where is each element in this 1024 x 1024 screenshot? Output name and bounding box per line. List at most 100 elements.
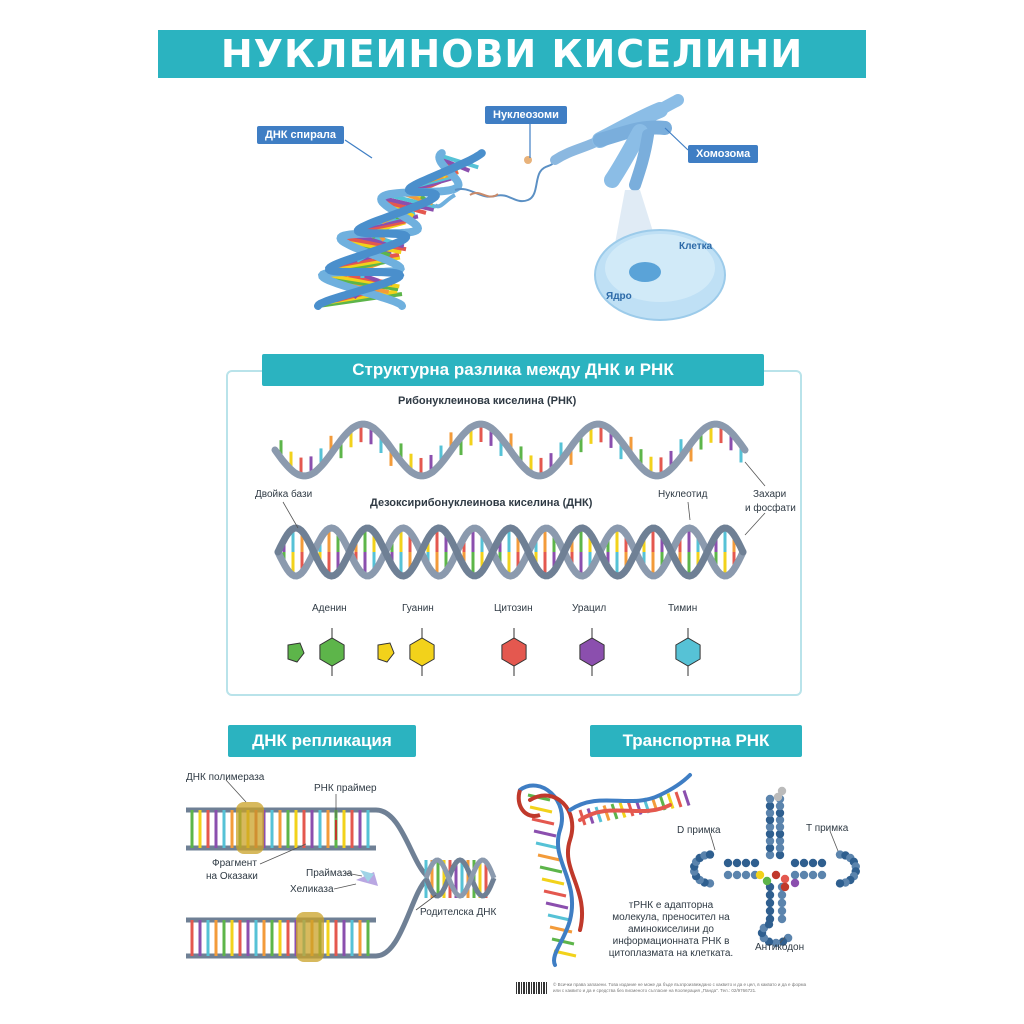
base-pairs-label: Двойка бази bbox=[255, 489, 313, 500]
nucleotide-dot bbox=[775, 843, 785, 853]
base-ring bbox=[287, 642, 305, 663]
chromosome-shape bbox=[592, 94, 684, 191]
base-pair-rung bbox=[549, 925, 573, 934]
nucleus-label: Ядро bbox=[606, 291, 632, 302]
replication-header-text: ДНК репликация bbox=[252, 731, 392, 750]
nucleotide-dot bbox=[765, 794, 775, 804]
dna-polymerase-blob bbox=[236, 802, 264, 854]
okazaki-label-1: Фрагмент bbox=[212, 858, 257, 869]
nucleotide-dot bbox=[764, 920, 774, 929]
nucleotide-dot bbox=[775, 836, 785, 846]
base-name-label: Аденин bbox=[312, 603, 347, 614]
dna-strand bbox=[274, 524, 747, 580]
base-molecule-2 bbox=[377, 628, 435, 676]
page-title-bar: НУКЛЕИНОВИ КИСЕЛИНИ bbox=[158, 30, 866, 78]
rna-primer-label: РНК праймер bbox=[314, 783, 377, 794]
nucleotide-dot bbox=[835, 879, 845, 888]
base-name-label: Цитозин bbox=[494, 603, 533, 614]
anticodon-label: Антикодон bbox=[755, 942, 805, 953]
nucleotide-dot bbox=[808, 858, 818, 868]
nucleotide-dot bbox=[775, 801, 785, 811]
barcode bbox=[516, 982, 548, 994]
nucleotide-dot bbox=[723, 858, 733, 868]
copyright-line: или с каквито и да е средства без писмен… bbox=[553, 988, 757, 993]
nucleotide-dot bbox=[775, 808, 785, 818]
t-loop-label: T примка bbox=[806, 823, 849, 834]
base-ring bbox=[409, 637, 435, 667]
nucleotide-dot bbox=[777, 786, 787, 796]
nucleotide-dot bbox=[765, 850, 775, 860]
nucleotide-dot bbox=[723, 870, 733, 880]
base-pair-rung bbox=[537, 853, 561, 862]
trna-cloverleaf bbox=[690, 786, 860, 948]
nucleotide-dot bbox=[732, 858, 742, 868]
nucleotide-dot bbox=[750, 858, 760, 868]
base-molecule-3 bbox=[501, 628, 527, 676]
base-name-label: Гуанин bbox=[402, 603, 434, 614]
leader-line bbox=[225, 779, 247, 803]
polymerase-label: ДНК полимераза bbox=[186, 772, 265, 783]
nucleotide-dot bbox=[778, 937, 788, 946]
nucleotide-dot bbox=[775, 829, 785, 839]
nucleotide-dot bbox=[732, 870, 742, 880]
base-pair-rung bbox=[602, 805, 611, 821]
base-molecule-4 bbox=[579, 628, 605, 676]
base-pair-rung bbox=[543, 889, 567, 898]
base-molecule-1 bbox=[287, 628, 345, 676]
nucleotide-dot bbox=[777, 890, 787, 900]
nucleotide-dot bbox=[817, 858, 827, 868]
nucleotide-dot bbox=[808, 870, 818, 880]
dna-title: Дезоксирибонуклеинова киселина (ДНК) bbox=[370, 497, 593, 509]
base-pair-rung bbox=[541, 877, 565, 886]
nucleotide-dot bbox=[799, 858, 809, 868]
nucleotide-dot bbox=[790, 858, 800, 868]
base-name-label: Урацил bbox=[572, 603, 607, 614]
rna-title: Рибонуклеинова киселина (РНК) bbox=[398, 395, 577, 407]
replication-diagram bbox=[186, 779, 497, 962]
nucleotide-dot bbox=[755, 870, 765, 880]
trna-3d-structure bbox=[516, 773, 692, 967]
nucleotide-dot bbox=[775, 815, 785, 825]
nucleotide-dot bbox=[775, 822, 785, 832]
nucleotide-dot bbox=[765, 898, 775, 908]
trna-desc-line: аминокиселини до bbox=[627, 924, 714, 935]
nucleotide-dot bbox=[799, 870, 809, 880]
base-pair-rung bbox=[381, 195, 435, 212]
leader-line bbox=[259, 843, 307, 865]
base-pair-rung bbox=[626, 800, 635, 817]
base-pair-rung bbox=[535, 841, 559, 850]
trna-desc-line: информационната РНК в bbox=[612, 936, 730, 947]
trna-description: тРНК е адапторна молекула, преносител на… bbox=[606, 900, 736, 960]
sugars-label-1: Захари bbox=[753, 489, 787, 500]
parent-strand bbox=[423, 857, 497, 899]
base-pair-rung bbox=[531, 817, 555, 826]
leader-line bbox=[415, 894, 437, 911]
leader-line bbox=[829, 830, 839, 852]
leader-line bbox=[709, 832, 716, 851]
rna-strand bbox=[271, 420, 749, 480]
parent-strand bbox=[375, 878, 428, 959]
leader-line bbox=[779, 936, 786, 944]
base-pair-rung bbox=[594, 806, 603, 823]
cell-label: Клетка bbox=[679, 241, 713, 252]
helix-backbone bbox=[433, 193, 456, 209]
parent-dna-label: Родителска ДНК bbox=[420, 907, 497, 918]
primase-label: Праймаза bbox=[306, 868, 353, 879]
backbone-strand bbox=[271, 420, 749, 480]
sugars-label-2: и фосфати bbox=[745, 503, 796, 514]
helix-backbone bbox=[314, 149, 486, 310]
tag-nucleosomes: Нуклеозоми bbox=[485, 106, 567, 124]
base-pair-rung bbox=[666, 793, 675, 809]
base-ring bbox=[319, 637, 345, 667]
nucleotide-dot bbox=[762, 876, 772, 886]
cell-shape bbox=[594, 229, 726, 321]
nucleotide-dot bbox=[780, 874, 790, 884]
nucleotide-dot bbox=[780, 882, 790, 892]
base-pair-rung bbox=[533, 829, 557, 838]
base-ring bbox=[579, 637, 605, 667]
nucleotide-dot bbox=[765, 822, 775, 832]
nucleotide-dot bbox=[775, 850, 785, 860]
helicase-label: Хеликаза bbox=[290, 884, 334, 895]
trna-backbone bbox=[578, 803, 672, 822]
